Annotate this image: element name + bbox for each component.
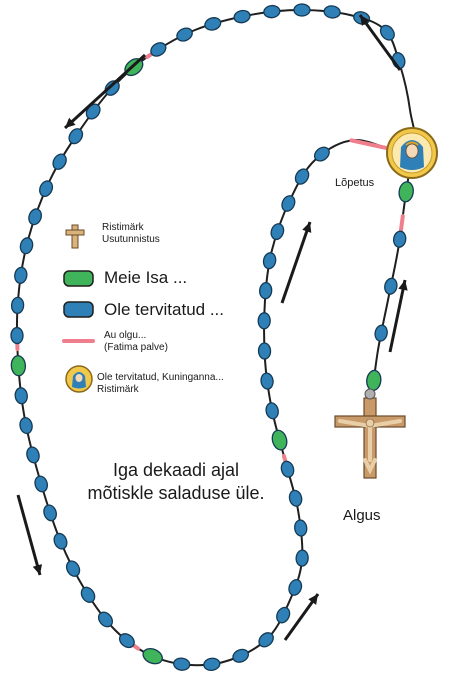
blue-bead-23 — [19, 416, 33, 435]
legend-cross-line1: Ristimärk — [102, 222, 144, 233]
legend-cross-label: Ristimärk Usutunnistus — [102, 222, 160, 246]
legend-green-swatch — [63, 270, 94, 287]
blue-bead-39 — [295, 549, 309, 567]
blue-bead-4 — [293, 3, 311, 17]
blue-bead-22 — [14, 387, 28, 405]
blue-bead-36 — [258, 632, 274, 648]
blue-bead-41 — [288, 489, 303, 507]
direction-arrow-icon — [283, 593, 320, 641]
blue-bead-25 — [34, 475, 49, 493]
blue-bead-31 — [118, 633, 135, 649]
green-bead-43 — [271, 429, 288, 451]
blue-bead-14 — [52, 153, 67, 170]
blue-bead-45 — [260, 372, 274, 390]
blue-bead-29 — [80, 586, 96, 603]
blue-bead-30 — [97, 611, 114, 628]
direction-arrow-icon — [358, 14, 402, 71]
blue-bead-t1 — [392, 230, 407, 248]
blue-bead-47 — [257, 312, 271, 330]
blue-bead-35 — [232, 648, 250, 663]
blue-bead-44 — [265, 402, 279, 420]
direction-arrow-icon — [16, 494, 42, 576]
blue-bead-42 — [280, 460, 295, 478]
blue-bead-9 — [150, 42, 167, 57]
blue-bead-7 — [204, 17, 222, 31]
legend-medal-label: Ole tervitatud, Kuninganna... Ristimärk — [97, 372, 224, 396]
blue-bead-12 — [85, 103, 101, 120]
blue-bead-28 — [65, 560, 81, 577]
legend-pink-label: Au olgu... (Fatima palve) — [104, 330, 168, 354]
green-bead-32 — [142, 648, 163, 665]
blue-bead-24 — [26, 446, 40, 464]
legend-pink-line2: (Fatima palve) — [104, 342, 168, 353]
direction-arrow-icon — [280, 221, 312, 304]
legend-blue-label: Ole tervitatud ... — [104, 300, 224, 319]
legend-medal-line1: Ole tervitatud, Kuninganna... — [97, 372, 224, 383]
blue-bead-19 — [10, 296, 25, 315]
blue-bead-15 — [39, 180, 54, 198]
mary-medal-icon — [386, 127, 438, 179]
green-bead-t0 — [398, 181, 414, 203]
direction-arrow-icon — [63, 53, 147, 130]
blue-bead-48 — [259, 282, 273, 300]
blue-bead-38 — [288, 578, 303, 596]
legend-green-label: Meie Isa ... — [104, 268, 188, 287]
direction-arrow-icon — [388, 279, 408, 353]
blue-bead-18 — [14, 266, 28, 284]
blue-bead-52 — [294, 168, 310, 185]
blue-bead-1 — [379, 24, 395, 41]
legend-blue-swatch — [63, 301, 94, 318]
blue-bead-5 — [263, 4, 281, 19]
caption-line1: Iga dekaadi ajal — [112, 460, 240, 480]
blue-bead-40 — [294, 519, 308, 537]
blue-bead-16 — [28, 208, 43, 226]
blue-bead-37 — [276, 606, 291, 624]
green-bead-t4 — [366, 369, 382, 391]
blue-bead-13 — [68, 128, 84, 145]
pink-link-end — [349, 138, 389, 150]
blue-bead-34 — [203, 657, 221, 671]
start-label: Algus — [343, 507, 381, 524]
legend-pink-line1: Au olgu... — [104, 330, 147, 341]
legend-medal-line2: Ristimärk — [97, 384, 139, 395]
meditation-caption: Iga dekaadi ajal mõtiskle saladuse üle. — [60, 459, 292, 505]
blue-bead-51 — [281, 195, 296, 212]
blue-bead-3 — [323, 5, 341, 19]
blue-bead-8 — [176, 27, 193, 42]
end-label: Lõpetus — [335, 177, 375, 189]
blue-bead-27 — [53, 532, 68, 550]
crucifix-icon — [334, 388, 406, 479]
blue-bead-6 — [233, 9, 251, 24]
blue-bead-t2 — [384, 277, 398, 295]
blue-bead-t3 — [374, 324, 388, 342]
blue-bead-26 — [43, 504, 57, 522]
legend-cross-icon — [65, 224, 85, 249]
blue-bead-53 — [313, 146, 330, 162]
caption-line2: mõtiskle saladuse üle. — [87, 483, 265, 503]
legend-cross-line2: Usutunnistus — [102, 234, 160, 245]
blue-bead-46 — [257, 342, 272, 360]
legend-medal-icon — [65, 365, 93, 393]
green-bead-21 — [10, 355, 27, 377]
blue-bead-49 — [262, 252, 277, 270]
blue-bead-50 — [270, 223, 285, 241]
blue-bead-33 — [173, 657, 191, 671]
blue-bead-20 — [10, 326, 24, 345]
blue-bead-17 — [19, 237, 34, 255]
